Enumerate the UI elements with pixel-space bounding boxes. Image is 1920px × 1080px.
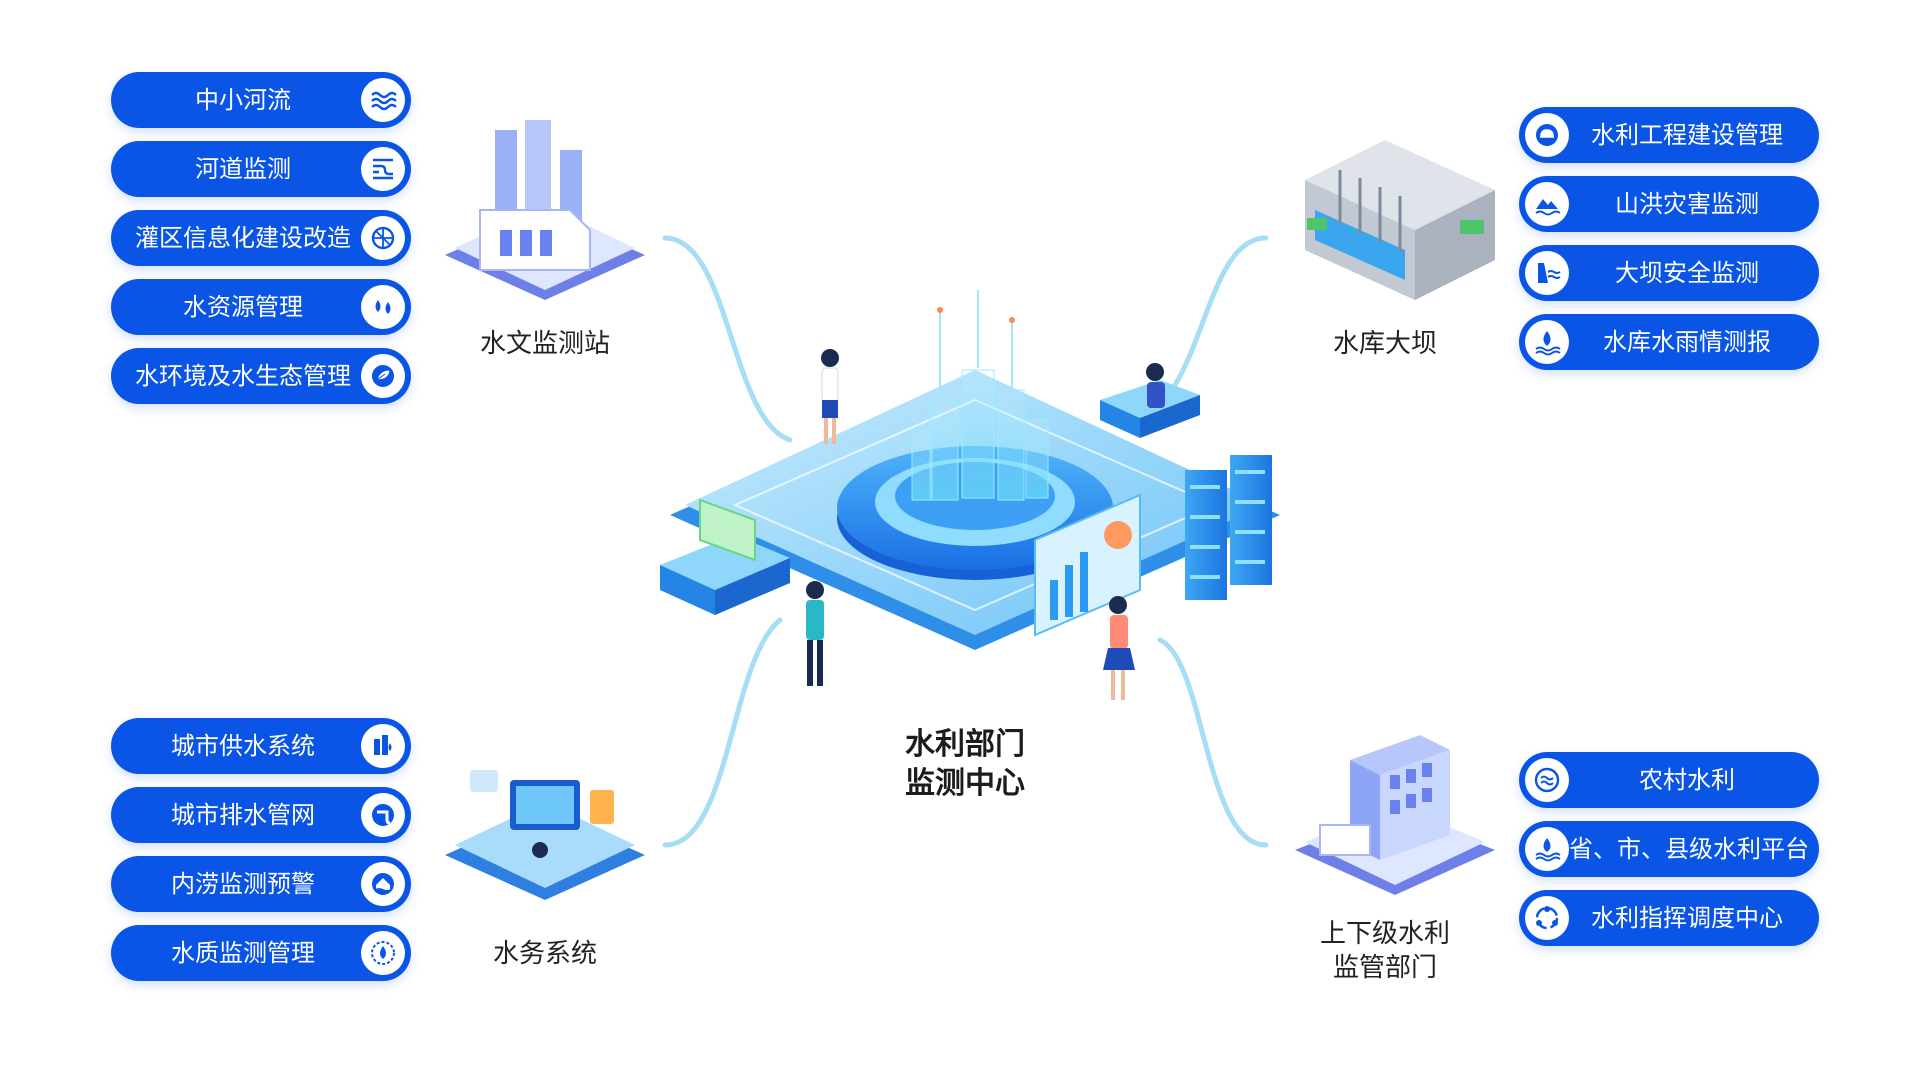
construction-worker-icon xyxy=(1525,113,1569,157)
pill-label: 水利工程建设管理 xyxy=(1591,121,1783,149)
reservoir-dam-illustration xyxy=(1305,140,1495,300)
leaf-icon xyxy=(361,354,405,398)
pill-dam-safety[interactable]: 大坝安全监测 xyxy=(1519,245,1819,301)
authority-building-illustration xyxy=(1295,735,1495,895)
person-left-bottom xyxy=(806,581,824,686)
dam-icon xyxy=(1525,251,1569,295)
person-left-top xyxy=(821,349,839,444)
pill-waterlogging-warning[interactable]: 内涝监测预警 xyxy=(111,856,411,912)
pill-multilevel-platform[interactable]: 省、市、县级水利平台 xyxy=(1519,821,1819,877)
platform-icon xyxy=(1525,827,1569,871)
pill-label: 水资源管理 xyxy=(183,293,303,321)
connector-water-affairs xyxy=(662,617,783,848)
pill-label: 水质监测管理 xyxy=(171,939,315,967)
pill-project-construction[interactable]: 水利工程建设管理 xyxy=(1519,107,1819,163)
person-right-top xyxy=(1146,363,1165,408)
pill-label: 河道监测 xyxy=(195,155,291,183)
connector-authority xyxy=(1157,637,1269,848)
monitoring-center-illustration xyxy=(660,290,1280,700)
water-affairs-illustration xyxy=(445,770,645,900)
city-water-icon xyxy=(361,724,405,768)
pill-label: 城市排水管网 xyxy=(171,801,315,829)
water-quality-icon xyxy=(361,931,405,975)
pill-label: 水库水雨情测报 xyxy=(1603,328,1771,356)
pill-label: 农村水利 xyxy=(1639,766,1735,794)
caption-authority-line1: 上下级水利 xyxy=(1319,919,1450,949)
waves-icon xyxy=(361,78,405,122)
pill-label: 大坝安全监测 xyxy=(1615,259,1759,287)
pill-flash-flood[interactable]: 山洪灾害监测 xyxy=(1519,176,1819,232)
mountain-flood-icon xyxy=(1525,182,1569,226)
rain-drop-icon xyxy=(1525,320,1569,364)
caption-authority: 上下级水利 监管部门 xyxy=(1300,918,1470,986)
water-drops-icon xyxy=(361,285,405,329)
caption-hydrology: 水文监测站 xyxy=(479,329,610,359)
pill-rural-water[interactable]: 农村水利 xyxy=(1519,752,1819,808)
pill-label: 山洪灾害监测 xyxy=(1615,190,1759,218)
caption-reservoir: 水库大坝 xyxy=(1332,329,1437,359)
pill-dispatch-center[interactable]: 水利指挥调度中心 xyxy=(1519,890,1819,946)
pill-rain-forecast[interactable]: 水库水雨情测报 xyxy=(1519,314,1819,370)
pill-water-quality[interactable]: 水质监测管理 xyxy=(111,925,411,981)
pill-label: 水环境及水生态管理 xyxy=(135,362,351,390)
person-right-bottom xyxy=(1103,596,1135,700)
rural-water-icon xyxy=(1525,758,1569,802)
river-channel-icon xyxy=(361,147,405,191)
pill-river-monitoring[interactable]: 河道监测 xyxy=(111,141,411,197)
caption-water-affairs: 水务系统 xyxy=(492,939,597,969)
caption-authority-line2: 监管部门 xyxy=(1332,952,1437,983)
pill-label: 城市供水系统 xyxy=(171,732,315,760)
pill-city-drainage[interactable]: 城市排水管网 xyxy=(111,787,411,843)
flooded-house-icon xyxy=(361,862,405,906)
pill-label: 水利指挥调度中心 xyxy=(1591,904,1783,932)
pill-irrigation[interactable]: 灌区信息化建设改造 xyxy=(111,210,411,266)
dispatch-icon xyxy=(1525,896,1569,940)
center-caption: 水利部门 监测中心 xyxy=(880,725,1050,803)
pill-label: 省、市、县级水利平台 xyxy=(1569,835,1809,863)
connector-hydrology xyxy=(662,235,793,443)
pill-label: 内涝监测预警 xyxy=(171,870,315,898)
hydrology-station-illustration xyxy=(445,120,645,300)
drain-pipe-icon xyxy=(361,793,405,837)
center-caption-line1: 水利部门 xyxy=(905,727,1025,762)
irrigation-icon xyxy=(361,216,405,260)
pill-water-ecology[interactable]: 水环境及水生态管理 xyxy=(111,348,411,404)
pill-label: 中小河流 xyxy=(195,86,291,114)
pill-city-water-supply[interactable]: 城市供水系统 xyxy=(111,718,411,774)
pill-water-resources[interactable]: 水资源管理 xyxy=(111,279,411,335)
center-caption-line2: 监测中心 xyxy=(905,766,1025,801)
pill-small-river[interactable]: 中小河流 xyxy=(111,72,411,128)
pill-label: 灌区信息化建设改造 xyxy=(135,224,351,252)
